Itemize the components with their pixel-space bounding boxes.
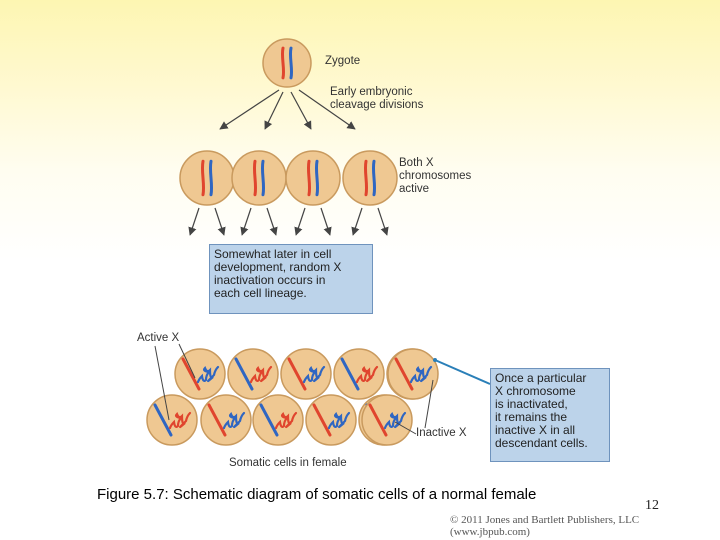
somatic-cell-top-4 [333,348,385,400]
division-arrow [264,91,284,130]
active-x-chromosome [394,357,414,391]
active-x-chromosome [340,357,360,391]
x-chromosome-red [200,159,206,197]
inactive-x-coil [249,365,273,384]
active-x-chromosome [153,403,173,437]
division-arrow [266,207,278,236]
cell-body [280,348,332,400]
random-inactivation-box: Somewhat later in cell development, rand… [209,244,373,314]
inactive-x-label: Inactive X [416,427,467,439]
division-arrow [290,91,312,130]
somatic-cell-bottom-2 [200,394,252,446]
division-arrow [219,89,280,130]
cell-body [252,394,304,446]
somatic-cell-top-1 [174,348,226,400]
cell-body [174,348,226,400]
active-x-chromosome [181,357,201,391]
inactive-x-coil [409,365,433,384]
cell-body [231,150,287,206]
inactive-x-coil [327,411,351,430]
active-x-chromosome [234,357,254,391]
zygote-label: Zygote [325,55,361,67]
cell-body [200,394,252,446]
somatic-cell-top-3 [280,348,332,400]
somatic-cell-bottom-3 [252,394,304,446]
remains-inactive-box: Once a particular X chromosome is inacti… [490,368,610,462]
somatic-cell-bottom-4 [305,394,357,446]
figure-caption: Figure 5.7: Schematic diagram of somatic… [97,486,537,503]
cell-body [179,150,235,206]
x-chromosome-blue [260,159,266,197]
cell-body [387,348,439,400]
cells [146,38,439,446]
embryo-cell-2 [231,150,287,206]
active-x-chromosome [207,403,227,437]
inactive-x-coil [302,365,326,384]
cell-body [146,394,198,446]
active-x-pointer [178,343,196,379]
somatic-cells-label: Somatic cells in female [229,457,347,469]
division-arrow [214,207,226,236]
embryo-cell-3 [285,150,341,206]
somatic-cell-bottom-1 [146,394,198,446]
cell-body [333,348,385,400]
cell-body [262,38,312,88]
cell-body [305,394,357,446]
somatic-cell-top-6 [387,348,439,400]
active-x-chromosome [259,403,279,437]
copyright-notice: © 2011 Jones and Bartlett Publishers, LL… [450,514,640,538]
active-x-chromosome [368,403,388,437]
x-chromosome-red [280,46,286,80]
page-number: 12 [645,498,659,513]
inactive-x-coil [274,411,298,430]
division-arrow [298,89,356,130]
division-arrow [377,207,389,236]
x-chromosome-red [306,159,312,197]
pointer-dot [433,358,437,362]
x-chromosome-blue [371,159,377,197]
active-x-chromosome [312,403,332,437]
inactive-x-pointer [394,421,417,435]
embryo-cell-1 [179,150,235,206]
x-chromosome-blue [288,46,294,80]
cell-body [342,150,398,206]
inactive-x-pointer [424,379,434,429]
active-x-pointer [154,345,170,421]
x-chromosome-blue [208,159,214,197]
cleavage-label: Early embryonic cleavage divisions [330,86,424,111]
arrows [188,89,389,236]
division-arrow [240,207,252,236]
division-arrow [351,207,363,236]
inactive-x-coil [222,411,246,430]
embryo-cell-4 [342,150,398,206]
x-inactivation-figure: Zygote Early embryonic cleavage division… [137,36,611,474]
cell-body [285,150,341,206]
diagram-canvas [146,38,491,446]
somatic-cell-top-2 [227,348,279,400]
zygote-cell [262,38,312,88]
cell-body [227,348,279,400]
inactive-x-coil [355,365,379,384]
division-arrow [294,207,306,236]
somatic-cell-bottom-6 [361,394,413,446]
active-x-chromosome [287,357,307,391]
inactive-x-coil [196,365,220,384]
inactive-x-coil [168,411,192,430]
x-chromosome-blue [314,159,320,197]
division-arrow [188,207,200,236]
active-x-label: Active X [137,332,180,344]
descendant-pointer [434,359,491,385]
both-x-active-label: Both X chromosomes active [399,157,472,195]
x-chromosome-red [252,159,258,197]
division-arrow [320,207,332,236]
cell-body [361,394,413,446]
x-chromosome-red [363,159,369,197]
